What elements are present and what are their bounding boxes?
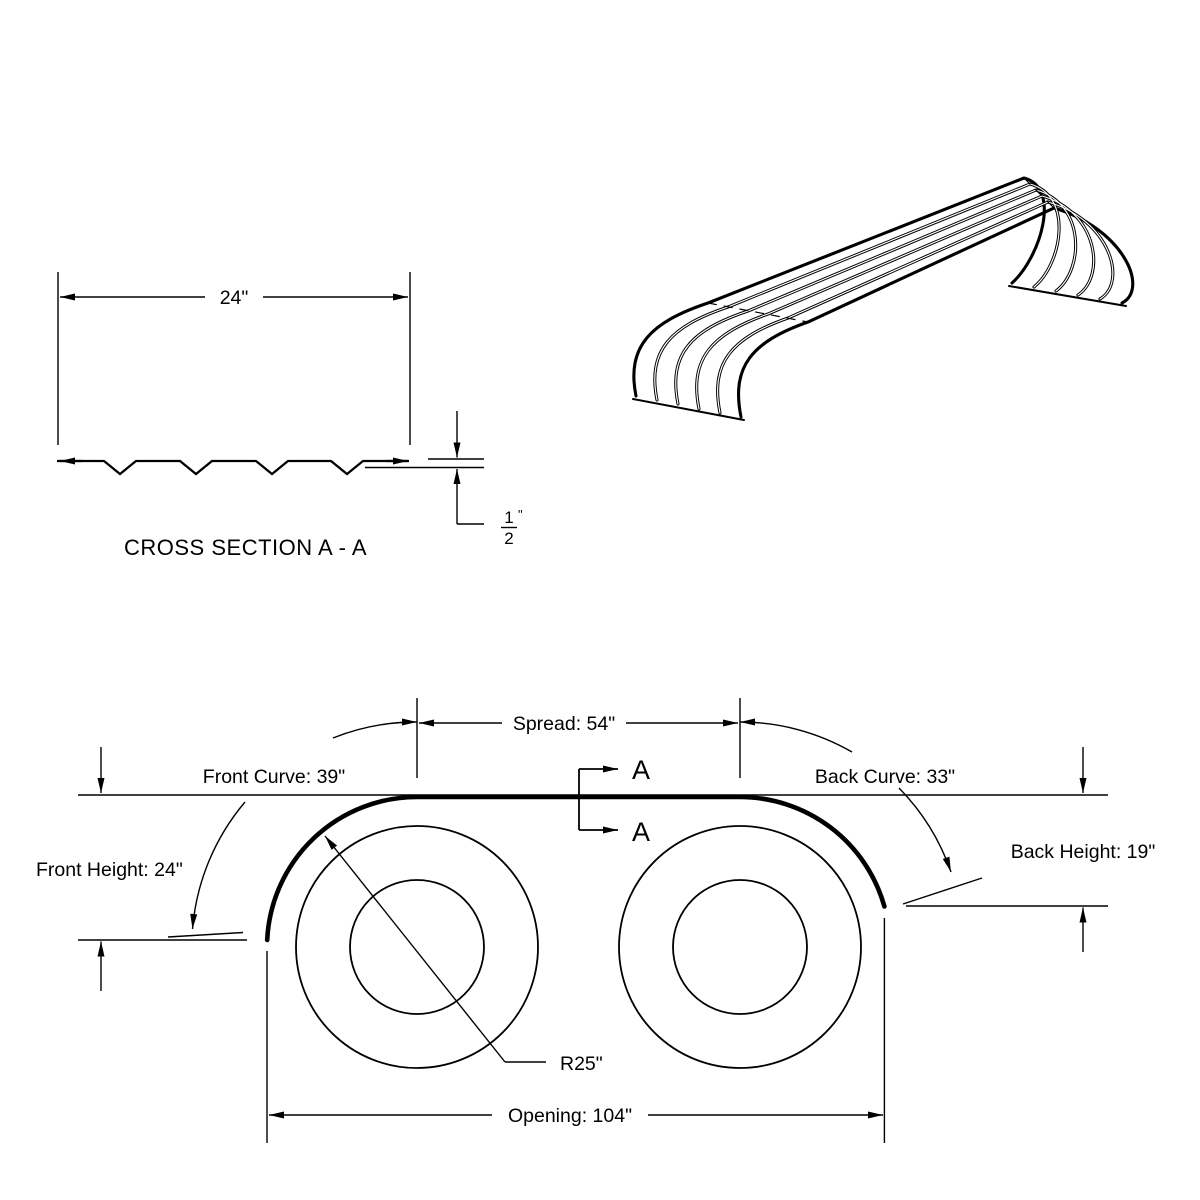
- back-wheel-inner-circle: [672, 879, 808, 1015]
- thickness-numerator: 1: [504, 508, 513, 527]
- fender-profile-curve: [264, 794, 887, 943]
- front-curve-dim-label: Front Curve: 39": [203, 766, 345, 788]
- front-curve-dim-arc-lower: [190, 801, 246, 930]
- iso-rib-line: [736, 206, 1135, 419]
- spread-dim-label: Spread: 54": [513, 713, 615, 735]
- cross-section-title: CROSS SECTION A - A: [124, 535, 367, 560]
- thickness-denominator: 2: [504, 529, 513, 548]
- radius-dim-label: R25": [560, 1053, 603, 1075]
- back-height-dim-label: Back Height: 19": [1011, 841, 1156, 863]
- back-curve-dim-label: Back Curve: 33": [815, 766, 955, 788]
- front-curve-dim-arc-upper: [332, 718, 418, 739]
- section-letter-bottom: A: [632, 817, 650, 847]
- thickness-unit-mark: ": [518, 507, 523, 522]
- back-wheel-outer-circle: [618, 825, 862, 1069]
- front-wheel-inner-circle: [349, 879, 485, 1015]
- isometric-view: [632, 176, 1135, 421]
- iso-rib-line: [716, 200, 1115, 415]
- iso-rib-line: [674, 188, 1078, 406]
- cross-section-view: 24" 1 2 " CROSS SECTION A - A: [57, 272, 523, 560]
- width-dim-label: 24": [220, 287, 249, 309]
- iso-front-foot-edge: [632, 398, 745, 421]
- front-wheel-outer-circle: [295, 825, 539, 1069]
- iso-rib-highlight: [675, 189, 1077, 405]
- front-height-dim-label: Front Height: 24": [36, 859, 183, 881]
- iso-rib-highlight: [717, 201, 1114, 414]
- iso-back-foot-edge: [1008, 285, 1127, 307]
- iso-back-seam-line: [1023, 177, 1055, 209]
- radius-leader-line: [324, 835, 506, 1063]
- opening-dim-label: Opening: 104": [508, 1105, 632, 1127]
- iso-rib-line: [632, 176, 1046, 398]
- back-tip-tangent-line: [902, 877, 983, 905]
- back-curve-dim-arc-upper: [739, 718, 853, 753]
- iso-rib-highlight: [654, 183, 1060, 401]
- elevation-view: Spread: 54" Front Curve: 39" Back Curve:…: [36, 698, 1155, 1143]
- iso-rib-highlight: [696, 195, 1095, 410]
- thickness-fraction-label: 1 2 ": [501, 507, 523, 548]
- section-marker: A A: [578, 755, 650, 847]
- iso-front-seam-line: [707, 302, 809, 323]
- sheet-profile-line: [57, 459, 409, 476]
- back-curve-dim-arc-lower: [898, 787, 952, 873]
- section-letter-top: A: [632, 755, 650, 785]
- front-tip-tangent-line: [167, 931, 244, 938]
